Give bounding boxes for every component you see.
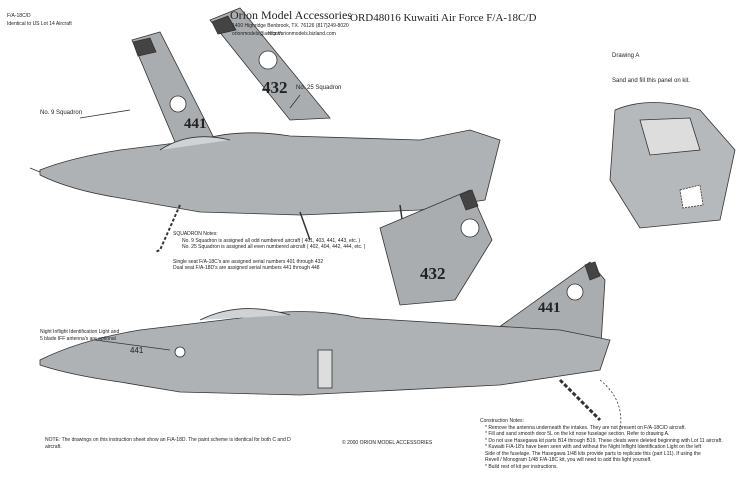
leader-line-night-light (94, 339, 171, 351)
company-address: 1400 Highridge Benbrook, TX. 76126 (817)… (232, 23, 349, 29)
construction-note: * Build rest of kit per instructions. (485, 463, 558, 470)
leader-line-9 (79, 109, 131, 119)
construction-note: * Fill and sand smooth door 5L on the ki… (485, 431, 670, 437)
construction-notes-title: Construction Notes: (480, 418, 524, 424)
tail-number-441-upper: 441 (184, 116, 207, 132)
tail-number-441-lower: 441 (538, 300, 561, 316)
footer-note-line-2: aircraft. (45, 443, 62, 450)
aircraft-lot-note: Identical to US Lot 14 Aircraft (7, 21, 72, 27)
squadron-note-4: Dual seat F/A-18D's are assigned serial … (173, 265, 320, 271)
squadron-notes-title: SQUADRON Notes: (173, 231, 218, 237)
tail-number-432-upper: 432 (262, 78, 288, 97)
upper-tail-432 (209, 7, 331, 121)
construction-note: * Kuwaiti F/A-18's have been seen with a… (485, 444, 702, 450)
aircraft-type: F/A-18C/D (7, 13, 31, 19)
construction-note: * Do not use Hasegawa kit parts B14 thro… (485, 437, 723, 444)
squadron-notes: SQUADRON Notes: No. 9 Squadron is assign… (173, 231, 365, 272)
copyright: © 2000 ORION MODEL ACCESSORIES (342, 440, 433, 446)
night-light-note: Night Inflight Identification Light and … (40, 329, 119, 342)
company-email: orionmodels@aol.com (232, 31, 282, 37)
nose-number-441: 441 (130, 346, 144, 355)
squadron-note-2: No. 25 Squadron is assigned all even num… (182, 244, 366, 250)
squadron-note-3: Single seat F/A-18C's are assigned seria… (173, 258, 324, 265)
night-light-line-1: Night Inflight Identification Light and (40, 329, 120, 335)
lower-tail-432 (379, 189, 493, 306)
construction-note: Revell / Monogram 1/48 F/A-18C kit, you … (485, 457, 652, 463)
construction-note: Side of the fuselage. The Hasegawa 1/48 … (485, 450, 701, 457)
label-squadron-9: No. 9 Squadron (40, 110, 83, 116)
construction-notes: Construction Notes: * Remove the antenna… (480, 418, 723, 470)
night-light-line-2: 5 blade IFF antenna's are optional (40, 335, 116, 342)
product-title: ORD48016 Kuwaiti Air Force F/A-18C/D (350, 12, 537, 24)
leader-line-25 (289, 94, 301, 109)
label-sand-fill: Sand and fill this panel on kit. (612, 78, 691, 84)
squadron-note-1: No. 9 Squadron is assigned all odd numbe… (182, 237, 361, 244)
footer-note: NOTE: The drawings on this instruction s… (45, 437, 291, 450)
label-squadron-25: No. 25 Squadron (296, 85, 342, 91)
company-website: http://orionmodels.bizland.com (268, 31, 336, 37)
company-name: Orion Model Accessories (230, 8, 352, 22)
label-drawing-a: Drawing A (612, 53, 640, 59)
upper-tail-441 (131, 31, 216, 143)
construction-note: * Remove the antenna underneath the inta… (485, 424, 686, 431)
lower-aircraft-side-view (39, 308, 622, 431)
footer-note-line-1: NOTE: The drawings on this instruction s… (45, 437, 291, 443)
drawing-a-detail (609, 102, 736, 229)
tail-number-432-lower: 432 (420, 264, 446, 283)
upper-aircraft-side-view (29, 129, 501, 253)
